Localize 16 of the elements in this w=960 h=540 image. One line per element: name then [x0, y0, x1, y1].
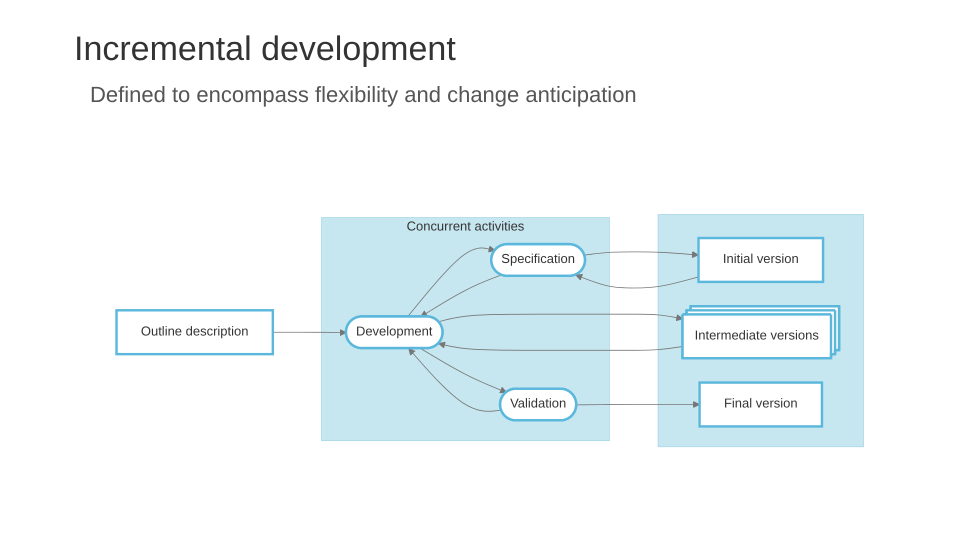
arrow: [575, 274, 699, 288]
node-box: Outline description: [115, 308, 274, 356]
arrow: [272, 328, 347, 336]
arrow: [438, 314, 684, 322]
arrow: [420, 274, 502, 318]
arrow: [408, 348, 502, 412]
node-box: Final version: [698, 381, 824, 428]
arrow: [420, 348, 507, 394]
arrow: [407, 245, 496, 318]
slide-title: Incremental development: [74, 30, 456, 69]
bullet-text: Defined to encompass flexibility and change anticipation: [90, 82, 638, 108]
arrow: [438, 341, 684, 351]
cluster: [658, 214, 864, 448]
node-box: Initial version: [697, 236, 824, 283]
arrow: [584, 250, 699, 258]
arrow: [576, 400, 700, 408]
